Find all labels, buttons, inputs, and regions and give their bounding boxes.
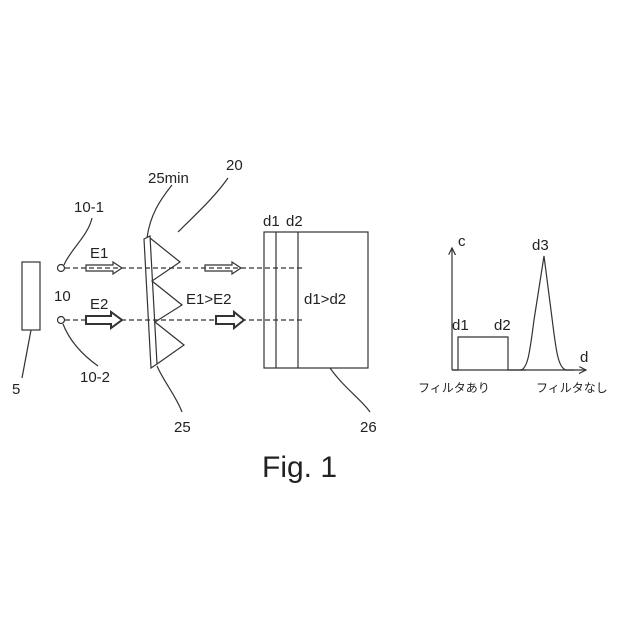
filter-substrate: [144, 236, 157, 368]
source-block: [22, 262, 40, 330]
beam2-leader: [63, 324, 98, 366]
figure-caption: Fig. 1: [262, 451, 337, 484]
graph-peak-d1-label: d1: [452, 317, 469, 334]
filter-assembly-label: 20: [226, 157, 243, 174]
graph-peak-d2-label: d2: [494, 317, 511, 334]
target-leader: [330, 368, 370, 412]
graph-peak-d3-label: d3: [532, 237, 549, 254]
filter-min-leader: [147, 185, 172, 238]
beam1-origin: [58, 265, 65, 272]
source-label: 5: [12, 381, 20, 398]
beam1-label: 10-1: [74, 199, 104, 216]
target-label: 26: [360, 419, 377, 436]
energy1-label: E1: [90, 245, 108, 262]
energy-relation-label: E1>E2: [186, 291, 231, 308]
beam2-arrow-after-icon: [216, 312, 244, 328]
beam1-leader: [64, 218, 92, 265]
beam2-arrow-icon: [86, 312, 122, 328]
depth2-label: d2: [286, 213, 303, 230]
beam-group-label: 10: [54, 288, 71, 305]
graph-y-label: c: [458, 233, 466, 250]
graph-without-filter-label: フィルタなし: [536, 381, 608, 395]
source-leader: [22, 330, 31, 378]
depth1-label: d1: [263, 213, 280, 230]
filter-ridges: [150, 238, 184, 364]
graph-curve-with-filter: [452, 337, 526, 370]
graph-curve-without-filter: [520, 256, 574, 370]
graph-with-filter-label: フィルタあり: [418, 381, 490, 395]
depth-relation-label: d1>d2: [304, 291, 346, 308]
filter-min-label: 25min: [148, 170, 189, 187]
filter-label: 25: [174, 419, 191, 436]
filter-leader: [157, 366, 182, 412]
graph-x-label: d: [580, 349, 588, 366]
beam2-origin: [58, 317, 65, 324]
energy2-label: E2: [90, 296, 108, 313]
beam2-label: 10-2: [80, 369, 110, 386]
